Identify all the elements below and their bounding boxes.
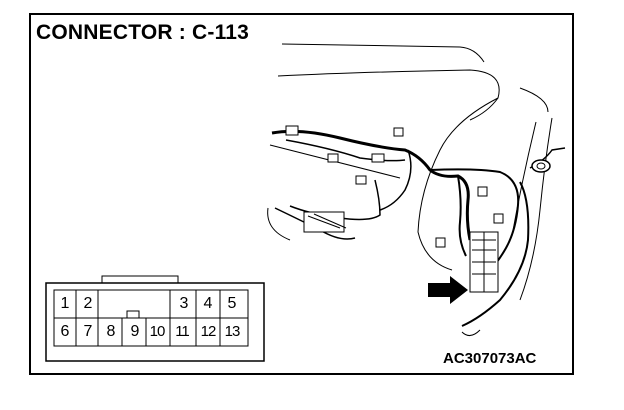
- pin-2: 2: [83, 295, 93, 312]
- pin-12: 12: [200, 323, 217, 340]
- pin-10: 10: [149, 323, 166, 340]
- pin-7: 7: [83, 323, 93, 340]
- connector-title: CONNECTOR : C-113: [36, 21, 250, 44]
- pin-13: 13: [224, 323, 241, 340]
- pin-5: 5: [227, 295, 237, 312]
- figure-code: AC307073AC: [443, 350, 537, 367]
- pin-6: 6: [60, 323, 70, 340]
- pin-3: 3: [179, 295, 189, 312]
- pin-11: 11: [175, 323, 190, 340]
- pin-1: 1: [60, 295, 70, 312]
- pin-8: 8: [106, 323, 116, 340]
- pin-9: 9: [130, 323, 140, 340]
- pin-4: 4: [203, 295, 213, 312]
